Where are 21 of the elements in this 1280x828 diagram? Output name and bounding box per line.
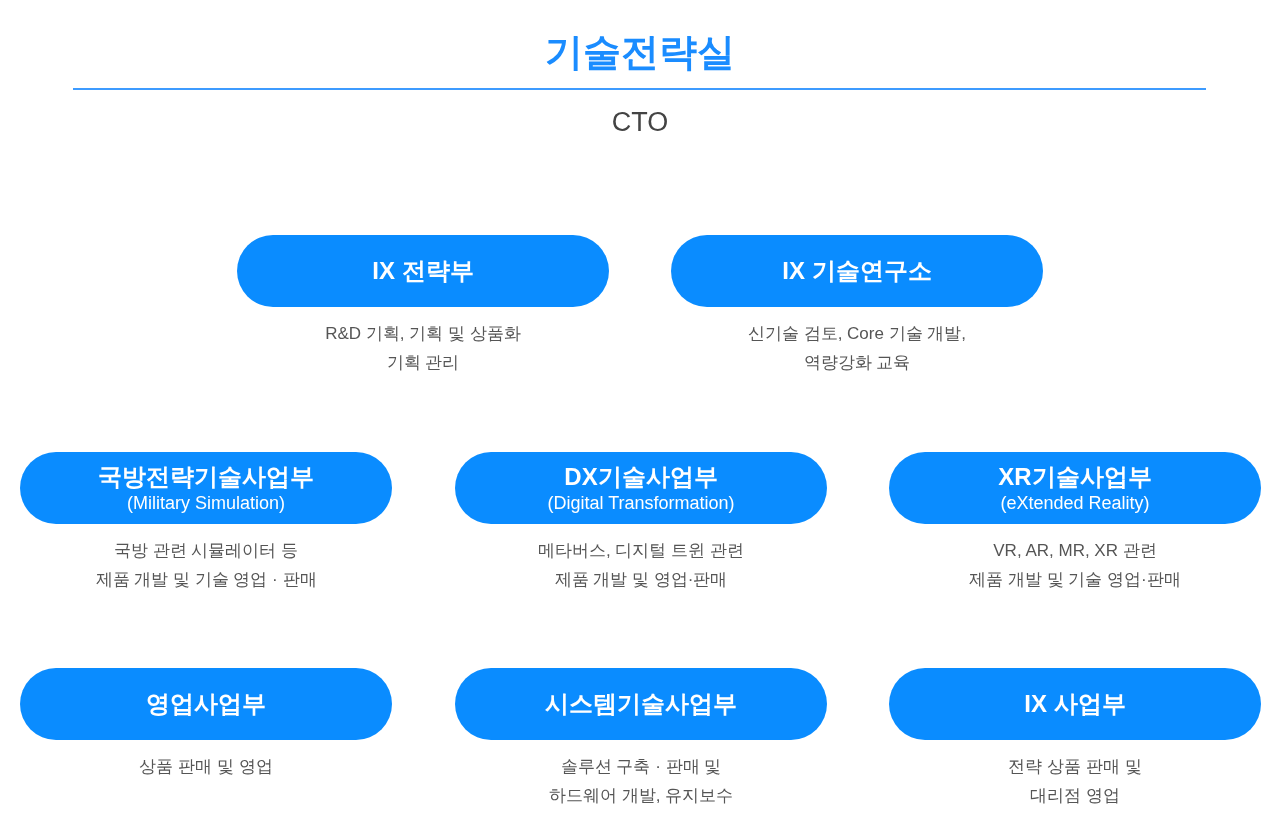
department-subtitle: (Military Simulation) bbox=[127, 492, 285, 514]
department-name: XR기술사업부 bbox=[998, 462, 1152, 492]
title-text: 기술전략실 bbox=[544, 30, 736, 75]
department-name: IX 전략부 bbox=[372, 256, 474, 286]
description-text: 메타버스, 디지털 트윈 관련 제품 개발 및 영업·판매 bbox=[538, 540, 744, 591]
department-name: IX 사업부 bbox=[1024, 689, 1126, 719]
description-text: 전략 상품 판매 및 대리점 영업 bbox=[1008, 756, 1142, 807]
department-name: 영업사업부 bbox=[146, 689, 266, 719]
description-text: 솔루션 구축 · 판매 및 하드웨어 개발, 유지보수 bbox=[548, 756, 734, 807]
heading-label: CTO bbox=[610, 106, 670, 139]
department-name: DX기술사업부 bbox=[564, 462, 718, 492]
department-subtitle: (eXtended Reality) bbox=[1000, 492, 1150, 514]
description-text: VR, AR, MR, XR 관련 제품 개발 및 기술 영업·판매 bbox=[969, 540, 1181, 591]
department-name: 국방전략기술사업부 bbox=[98, 462, 314, 492]
description-text: 신기술 검토, Core 기술 개발, 역량강화 교육 bbox=[747, 323, 967, 374]
description-text: R&D 기획, 기획 및 상품화 기획 관리 bbox=[325, 323, 521, 374]
description-text: 국방 관련 시뮬레이터 등 제품 개발 및 기술 영업 · 판매 bbox=[95, 540, 317, 591]
description-text: 상품 판매 및 영업 bbox=[139, 756, 273, 778]
department-name: 시스템기술사업부 bbox=[545, 689, 737, 719]
department-subtitle: (Digital Transformation) bbox=[547, 492, 735, 514]
department-name: IX 기술연구소 bbox=[782, 256, 932, 286]
